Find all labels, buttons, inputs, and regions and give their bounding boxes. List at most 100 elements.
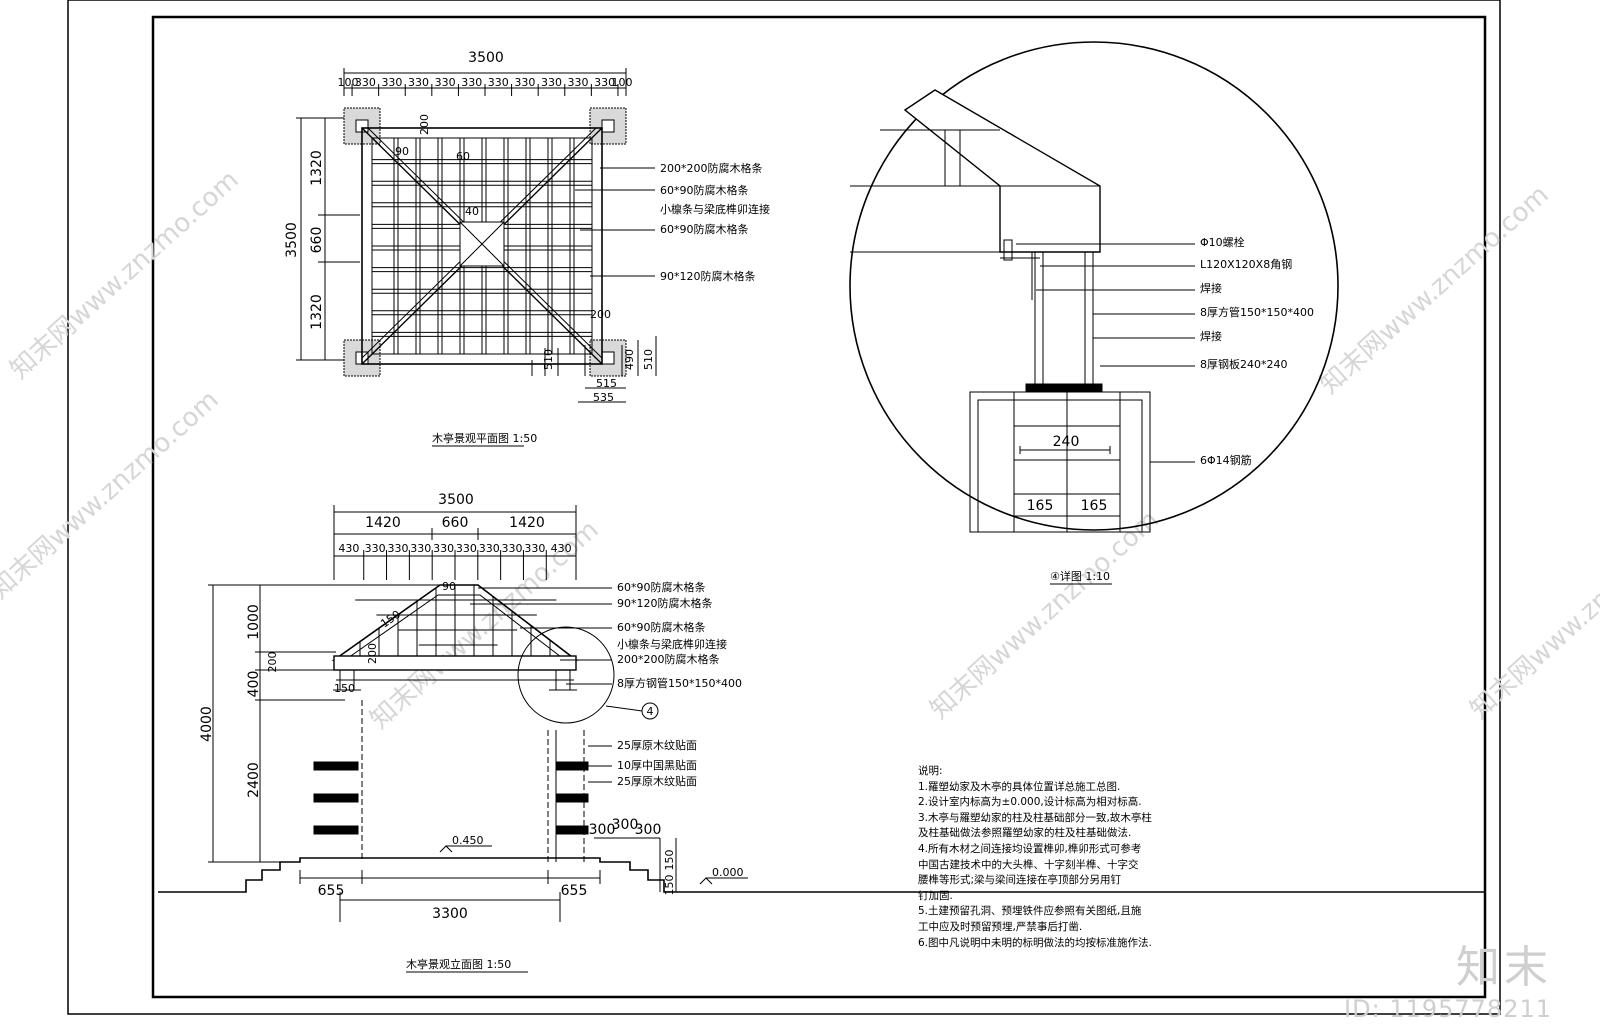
svg-text:小檩条与梁底榫卯连接: 小檩条与梁底榫卯连接	[617, 637, 727, 651]
note-line: 1.羅塑幼家及木亭的具体位置详总施工总图.	[918, 780, 1121, 793]
svg-text:1320: 1320	[309, 150, 325, 186]
svg-text:90*120防腐木格条: 90*120防腐木格条	[617, 596, 713, 610]
plan-top-dim-label: 330	[488, 76, 509, 89]
svg-text:655: 655	[318, 883, 345, 899]
note-line: 及柱基础做法参照羅塑幼家的柱及柱基础做法.	[918, 827, 1132, 840]
svg-text:90*120防腐木格条: 90*120防腐木格条	[660, 269, 756, 283]
svg-text:660: 660	[442, 515, 469, 531]
note-line: 2.设计室内标高为±0.000,设计标高为相对标高.	[918, 796, 1142, 809]
svg-text:木亭景观平面图 1:50: 木亭景观平面图 1:50	[432, 431, 537, 445]
outer-frame	[67, 0, 1501, 1015]
svg-text:655: 655	[561, 883, 588, 899]
svg-text:60*90防腐木格条: 60*90防腐木格条	[617, 620, 706, 634]
svg-text:1420: 1420	[509, 515, 545, 531]
plan-top-dim-label: 100	[611, 76, 632, 89]
svg-text:400: 400	[246, 671, 262, 698]
svg-text:Φ10螺栓: Φ10螺栓	[1200, 235, 1245, 249]
svg-text:8厚钢板240*240: 8厚钢板240*240	[1200, 357, 1288, 371]
svg-text:知末网www.znzmo.com: 知末网www.znzmo.com	[0, 385, 225, 605]
svg-text:④详图 1:10: ④详图 1:10	[1050, 569, 1110, 583]
detail-text: Φ10螺栓 L120X120X8角钢 焊接 8厚方管150*150*400 焊接…	[1027, 235, 1314, 585]
note-line: 3.木亭与羅塑幼家的柱及柱基础部分一致,故木亭柱	[918, 811, 1152, 824]
svg-text:200: 200	[266, 652, 279, 673]
svg-text:515: 515	[596, 377, 617, 390]
svg-text:510: 510	[642, 349, 655, 370]
notes-heading: 说明:	[918, 765, 943, 777]
svg-text:90: 90	[395, 145, 409, 158]
watermark-brand: 知末 ID: 1195778211	[1344, 931, 1552, 1023]
svg-text:150: 150	[334, 682, 355, 695]
svg-text:L120X120X8角钢: L120X120X8角钢	[1200, 258, 1292, 271]
svg-text:知末网www.znzmo.com: 知末网www.znzmo.com	[5, 165, 245, 385]
svg-text:小檩条与梁底榫卯连接: 小檩条与梁底榫卯连接	[660, 202, 770, 216]
svg-text:25厚原木纹贴面: 25厚原木纹贴面	[617, 738, 697, 752]
svg-text:8厚方管150*150*400: 8厚方管150*150*400	[1200, 305, 1314, 319]
svg-text:1000: 1000	[246, 604, 262, 640]
plan-top-dim-label: 330	[461, 76, 482, 89]
svg-text:510: 510	[542, 349, 555, 370]
elev-top-dim-label: 330	[410, 542, 431, 555]
plan-top-dim-label: 330	[541, 76, 562, 89]
svg-text:150: 150	[378, 608, 403, 631]
elev-top-dim-label: 330	[365, 542, 386, 555]
elev-top-dim-label: 330	[387, 542, 408, 555]
svg-text:90: 90	[442, 580, 456, 593]
plan-top-dim-label: 100	[338, 76, 359, 89]
svg-text:40: 40	[465, 205, 479, 218]
svg-text:2400: 2400	[246, 762, 262, 798]
svg-text:10厚中国黑贴面: 10厚中国黑贴面	[617, 758, 697, 772]
note-line: 腰榫等形式;梁与梁间连接在亭顶部分另用钉	[918, 874, 1122, 887]
svg-text:木亭景观立面图 1:50: 木亭景观立面图 1:50	[406, 957, 511, 971]
note-line: 中国古建技术中的大头榫、十字刻半榫、十字交	[918, 858, 1139, 871]
svg-text:60*90防腐木格条: 60*90防腐木格条	[660, 183, 749, 197]
svg-text:300: 300	[589, 822, 616, 838]
plan-top-dim-label: 330	[355, 76, 376, 89]
svg-text:知末网www.znzmo.com: 知末网www.znzmo.com	[925, 505, 1165, 725]
svg-text:200*200防腐木格条: 200*200防腐木格条	[617, 652, 720, 666]
plan-top-dim-label: 330	[408, 76, 429, 89]
brand-logo: 知末	[1456, 942, 1552, 993]
elev-top-dim-label: 330	[479, 542, 500, 555]
svg-text:3500: 3500	[438, 492, 474, 508]
elev-top-dim-label: 330	[502, 542, 523, 555]
svg-text:知末网www.znzmo.com: 知末网www.znzmo.com	[1315, 180, 1555, 400]
svg-text:25厚原木纹贴面: 25厚原木纹贴面	[617, 774, 697, 788]
svg-text:0.000: 0.000	[712, 866, 744, 879]
svg-text:3500: 3500	[468, 50, 504, 66]
elevation-view	[158, 505, 1485, 922]
svg-text:200: 200	[418, 114, 431, 135]
svg-text:1320: 1320	[309, 294, 325, 330]
svg-text:60*90防腐木格条: 60*90防腐木格条	[660, 222, 749, 236]
plan-top-dim-label: 330	[568, 76, 589, 89]
plan-top-dim-label: 330	[381, 76, 402, 89]
plan-top-dim-label: 330	[514, 76, 535, 89]
svg-text:8厚方钢管150*150*400: 8厚方钢管150*150*400	[617, 676, 742, 690]
svg-text:1420: 1420	[365, 515, 401, 531]
svg-text:150: 150	[663, 850, 676, 871]
svg-text:240: 240	[1053, 434, 1080, 450]
svg-text:535: 535	[593, 391, 614, 404]
svg-text:0.450: 0.450	[452, 834, 484, 847]
svg-text:200: 200	[590, 308, 611, 321]
image-id: ID: 1195778211	[1344, 995, 1552, 1023]
svg-text:300: 300	[612, 817, 639, 833]
svg-text:3300: 3300	[432, 906, 468, 922]
svg-text:490: 490	[623, 349, 636, 370]
svg-text:200*200防腐木格条: 200*200防腐木格条	[660, 161, 763, 175]
svg-text:3500: 3500	[284, 222, 300, 258]
note-line: 6.图中凡说明中未明的标明做法的均按标准施作法.	[918, 936, 1152, 949]
plan-top-dim-label: 330	[435, 76, 456, 89]
inner-frame	[151, 15, 1487, 999]
svg-text:焊接: 焊接	[1200, 329, 1222, 343]
note-line: 4.所有木材之间连接均设置榫卯,榫卯形式可参考	[918, 842, 1142, 855]
svg-text:焊接: 焊接	[1200, 281, 1222, 295]
svg-text:4: 4	[647, 705, 654, 718]
elev-top-dim-label: 330	[456, 542, 477, 555]
design-notes: 说明: 1.羅塑幼家及木亭的具体位置详总施工总图. 2.设计室内标高为±0.00…	[918, 764, 1248, 951]
detail-view	[849, 41, 1339, 533]
note-line: 工中应及时预留预埋,严禁事后打凿.	[918, 920, 1083, 933]
plan-view	[296, 68, 657, 403]
